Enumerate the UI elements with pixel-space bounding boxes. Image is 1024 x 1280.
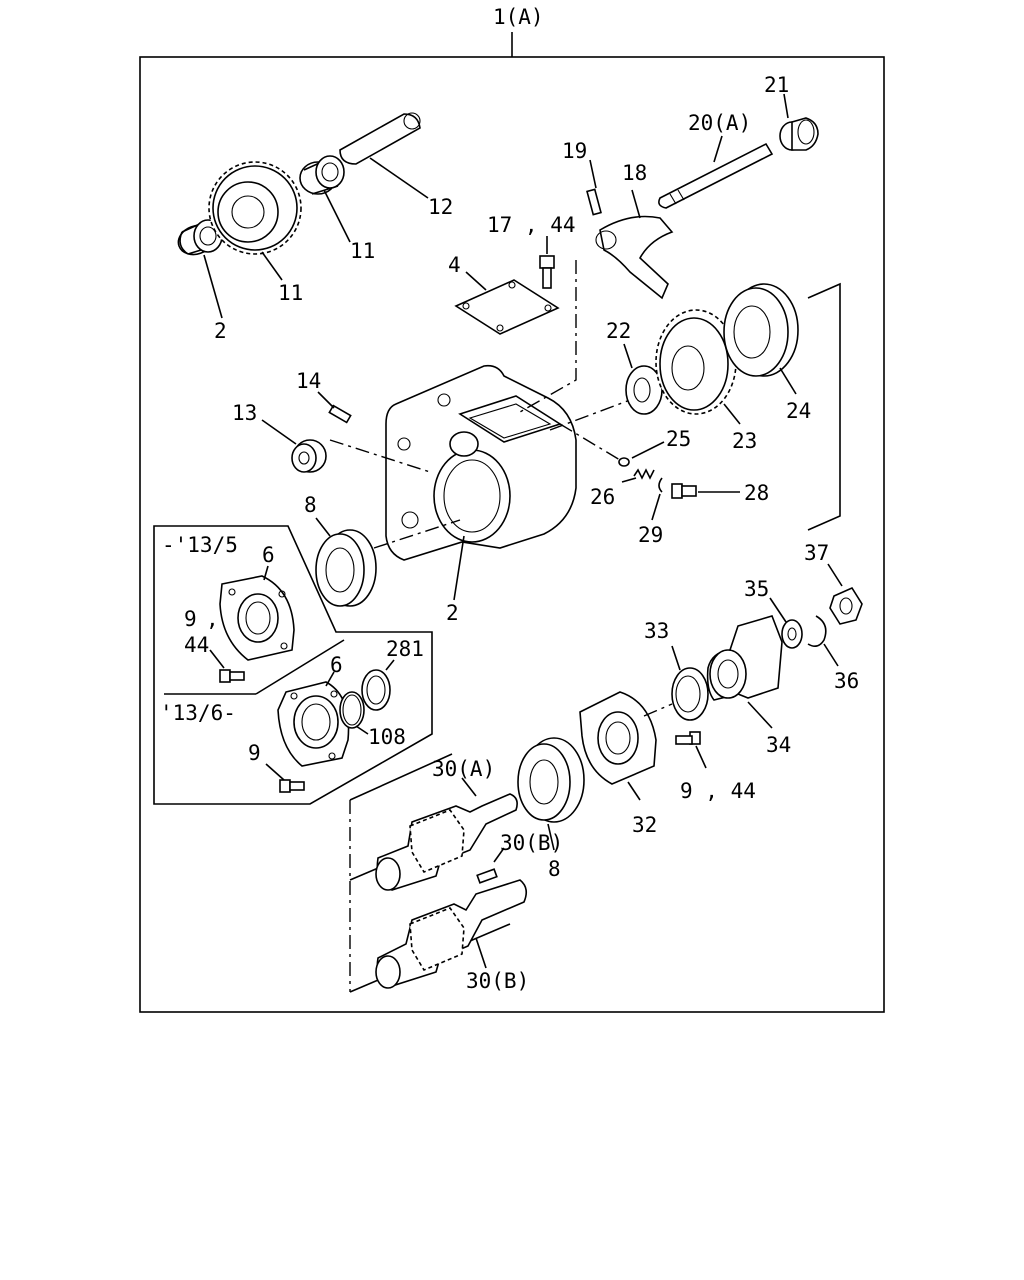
callout-4: 4 [448, 253, 461, 277]
callout-comma-early: , [206, 607, 219, 631]
callout-32: 32 [632, 813, 657, 837]
callout-22: 22 [606, 319, 631, 343]
gear-13 [208, 161, 302, 255]
thrust-washer-22 [625, 365, 663, 415]
output-shaft-30b [375, 879, 528, 989]
ball-bearing-8-lower [517, 737, 585, 823]
callout-34: 34 [766, 733, 791, 757]
callout-26: 26 [590, 485, 615, 509]
shift-fork-18 [595, 215, 674, 300]
washer-35 [781, 619, 803, 649]
callout-29: 29 [638, 523, 663, 547]
shaft-12 [339, 112, 421, 165]
callout-8-upper: 8 [304, 493, 317, 517]
callout-30b: 30(B) [466, 969, 529, 993]
seal-281 [361, 669, 391, 711]
bolt-17 [539, 255, 555, 289]
shift-rod-20 [658, 142, 774, 209]
ball-bearing-8-upper [315, 529, 377, 607]
variant-early-label: -'13/5 [162, 533, 238, 557]
callout-19: 19 [562, 139, 587, 163]
callout-20a: 20(A) [688, 111, 751, 135]
key-31 [476, 868, 498, 884]
needle-bearing-11-left [177, 219, 223, 256]
callout-23: 23 [732, 429, 757, 453]
retainer-plate-32 [579, 691, 657, 785]
ball-25 [618, 457, 630, 467]
callout-17-44: 17 , 44 [487, 213, 576, 237]
callout-21: 21 [764, 73, 789, 97]
callout-18: 18 [622, 161, 647, 185]
callout-24: 24 [786, 399, 811, 423]
snap-ring-36 [807, 615, 827, 648]
pin-19 [586, 188, 602, 216]
callout-9-44-lower: 9 , 44 [680, 779, 756, 803]
callout-12: 12 [428, 195, 453, 219]
callout-28: 28 [744, 481, 769, 505]
assembly-label: 1(A) [493, 5, 544, 29]
callout-13: 11 [278, 281, 303, 305]
flange-6-early [219, 575, 295, 661]
bolt-9-late [279, 779, 305, 793]
companion-flange-34 [706, 615, 783, 701]
variant-box [153, 525, 433, 805]
output-shaft-30a [375, 793, 518, 891]
sleeve-gear-24 [723, 283, 799, 377]
callout-31: 30(B) [500, 831, 563, 855]
bolt-9-44-lower [675, 731, 701, 745]
bearing-14 [291, 439, 327, 473]
callout-33: 33 [644, 619, 669, 643]
callout-8-lower: 8 [548, 857, 561, 881]
variant-late-label: '13/6- [160, 701, 236, 725]
spring-26 [633, 468, 655, 480]
callout-11-left: 2 [214, 319, 227, 343]
bushing-21 [779, 117, 819, 151]
callout-11-right: 11 [350, 239, 375, 263]
nut-37 [829, 586, 863, 625]
callout-14: 13 [232, 401, 257, 425]
oring-108 [339, 691, 365, 729]
callout-6-early: 6 [262, 543, 275, 567]
callout-281: 281 [386, 637, 424, 661]
oil-seal-33 [671, 667, 709, 721]
plug-bolt-28 [671, 483, 697, 499]
pto-housing-2 [385, 364, 577, 561]
callout-6-late: 6 [330, 653, 343, 677]
callout-37: 37 [804, 541, 829, 565]
callout-44-early: 44 [184, 633, 209, 657]
needle-bearing-11-right [299, 155, 345, 195]
callout-36: 36 [834, 669, 859, 693]
pin-15 [328, 404, 352, 424]
callout-9-late: 9 [248, 741, 261, 765]
callout-25: 25 [666, 427, 691, 451]
callout-35: 35 [744, 577, 769, 601]
callout-30a: 30(A) [432, 757, 495, 781]
flange-6-late [277, 681, 350, 767]
callout-9-early: 9 [184, 607, 197, 631]
callout-15: 14 [296, 369, 321, 393]
cover-plate-4 [454, 279, 560, 335]
gasket-29 [658, 477, 663, 493]
callout-2: 2 [446, 601, 459, 625]
callout-108: 108 [368, 725, 406, 749]
bolt-9-early [219, 669, 245, 683]
